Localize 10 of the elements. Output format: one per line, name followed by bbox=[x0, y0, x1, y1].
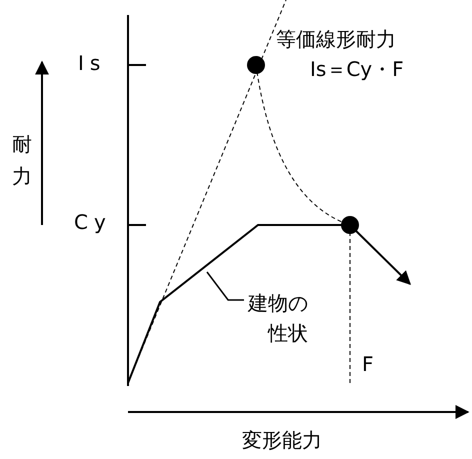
load-curve bbox=[127, 224, 411, 384]
axis-title: 変形能力 bbox=[242, 428, 322, 452]
axis-label: 耐力 bbox=[12, 131, 33, 190]
axis-label: Cy bbox=[74, 210, 112, 234]
callout-text: 建物の性状 bbox=[246, 288, 308, 348]
axis-label: F bbox=[362, 352, 374, 376]
axis-label: Is bbox=[78, 51, 106, 75]
annotation-text: 等価線形耐力 bbox=[276, 27, 396, 51]
formula-text: Is＝Cy・F bbox=[310, 57, 404, 81]
leader-line bbox=[206, 272, 244, 301]
